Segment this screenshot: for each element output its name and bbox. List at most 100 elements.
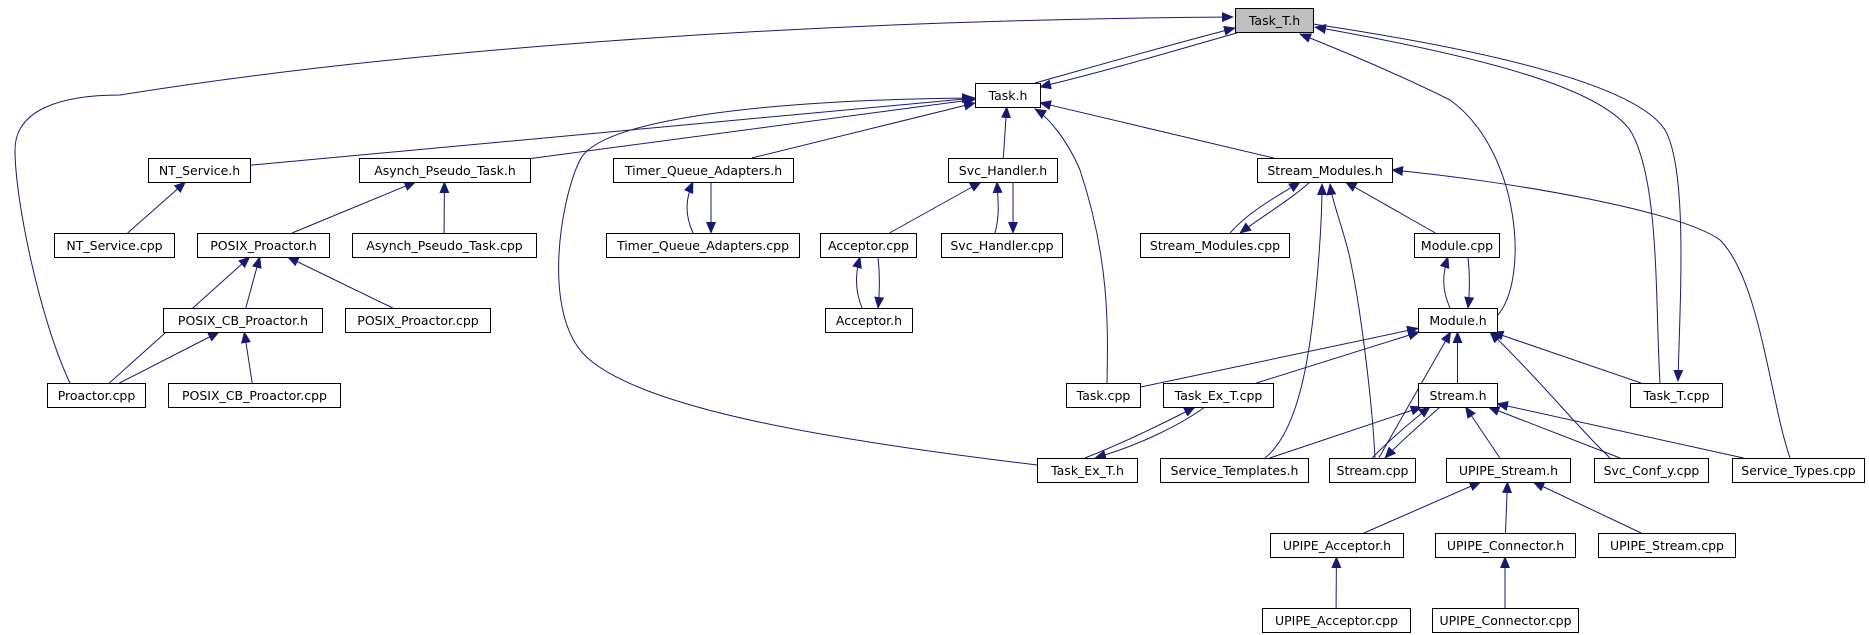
node-label: Task.cpp <box>1076 388 1131 403</box>
node-label: Module.h <box>1429 313 1486 328</box>
edge-posix-proactor-h-to-asynch-pseudo-task-h <box>291 181 417 234</box>
edge-acceptor-h-to-acceptor-cpp <box>852 256 863 309</box>
edge-proactor-cpp-to-task-t-h <box>14 12 1234 384</box>
node-service-templates-h[interactable]: Service_Templates.h <box>1160 458 1309 483</box>
node-posix-proactor-h[interactable]: POSIX_Proactor.h <box>197 233 330 258</box>
node-box <box>1594 458 1709 483</box>
node-task-ex-t-cpp[interactable]: Task_Ex_T.cpp <box>1163 383 1274 408</box>
node-service-types-cpp[interactable]: Service_Types.cpp <box>1732 458 1865 483</box>
node-task-t-h[interactable]: Task_T.h <box>1235 8 1314 33</box>
edge-stream-cpp-to-stream-h <box>1371 406 1431 459</box>
edge-svc-conf-y-cpp-to-stream-h <box>1487 406 1621 459</box>
edge-module-h-to-task-t-h <box>1299 33 1516 317</box>
edges <box>14 12 1791 609</box>
node-task-cpp[interactable]: Task.cpp <box>1066 383 1141 408</box>
edge-module-cpp-to-stream-modules-h <box>1344 181 1436 234</box>
node-task-ex-t-h[interactable]: Task_Ex_T.h <box>1037 458 1138 483</box>
edge-nt-service-cpp-to-nt-service-h <box>127 181 187 234</box>
node-box <box>1270 533 1404 558</box>
node-label: Module.cpp <box>1421 238 1493 253</box>
edge-stream-modules-h-to-stream-modules-cpp <box>1239 181 1311 234</box>
node-posix-proactor-cpp[interactable]: POSIX_Proactor.cpp <box>345 308 491 333</box>
node-box <box>54 233 175 258</box>
edge-task-h-to-task-t-h <box>1034 25 1236 84</box>
node-nt-service-cpp[interactable]: NT_Service.cpp <box>54 233 175 258</box>
node-label: Acceptor.h <box>836 313 902 328</box>
node-label: Svc_Conf_y.cpp <box>1604 463 1700 478</box>
node-box <box>1432 608 1579 633</box>
node-task-h[interactable]: Task.h <box>975 83 1041 108</box>
node-proactor-cpp[interactable]: Proactor.cpp <box>47 383 146 408</box>
edge-acceptor-cpp-to-svc-handler-h <box>889 181 982 234</box>
edge-upipe-connector-h-to-upipe-stream-h <box>1502 481 1513 534</box>
node-stream-cpp[interactable]: Stream.cpp <box>1329 458 1416 483</box>
node-stream-h[interactable]: Stream.h <box>1418 383 1498 408</box>
node-box <box>168 383 341 408</box>
node-stream-modules-cpp[interactable]: Stream_Modules.cpp <box>1140 233 1290 258</box>
node-box <box>820 233 917 258</box>
node-label: Asynch_Pseudo_Task.cpp <box>366 238 522 253</box>
node-label: UPIPE_Stream.h <box>1459 463 1558 478</box>
node-box <box>47 383 146 408</box>
edge-task-t-h-to-task-t-cpp <box>1312 23 1684 382</box>
node-box <box>1435 533 1576 558</box>
node-upipe-connector-h[interactable]: UPIPE_Connector.h <box>1435 533 1576 558</box>
node-timer-queue-adapters-h[interactable]: Timer_Queue_Adapters.h <box>613 158 794 183</box>
node-upipe-stream-cpp[interactable]: UPIPE_Stream.cpp <box>1598 533 1736 558</box>
node-module-h[interactable]: Module.h <box>1418 308 1498 333</box>
node-svc-conf-y-cpp[interactable]: Svc_Conf_y.cpp <box>1594 458 1709 483</box>
edge-posix-cb-proactor-h-to-posix-proactor-h <box>245 256 262 309</box>
node-label: UPIPE_Stream.cpp <box>1610 538 1724 553</box>
edge-svc-handler-h-to-task-h <box>1000 106 1011 159</box>
node-svc-handler-cpp[interactable]: Svc_Handler.cpp <box>941 233 1063 258</box>
node-box <box>1418 308 1498 333</box>
node-box <box>1163 383 1274 408</box>
node-acceptor-cpp[interactable]: Acceptor.cpp <box>820 233 917 258</box>
node-task-t-cpp[interactable]: Task_T.cpp <box>1630 383 1723 408</box>
node-label: Stream.cpp <box>1337 463 1409 478</box>
node-box <box>1160 458 1309 483</box>
node-box <box>975 83 1041 108</box>
node-nt-service-h[interactable]: NT_Service.h <box>148 158 251 183</box>
node-upipe-connector-cpp[interactable]: UPIPE_Connector.cpp <box>1432 608 1579 633</box>
node-label: UPIPE_Acceptor.h <box>1283 538 1391 553</box>
edge-stream-cpp-to-module-h <box>1378 331 1452 459</box>
node-upipe-acceptor-cpp[interactable]: UPIPE_Acceptor.cpp <box>1262 608 1411 633</box>
node-posix-cb-proactor-h[interactable]: POSIX_CB_Proactor.h <box>163 308 323 333</box>
node-label: NT_Service.h <box>159 163 240 178</box>
node-label: POSIX_Proactor.cpp <box>357 313 478 328</box>
node-stream-modules-h[interactable]: Stream_Modules.h <box>1257 158 1393 183</box>
node-label: Asynch_Pseudo_Task.h <box>374 163 516 178</box>
node-module-cpp[interactable]: Module.cpp <box>1414 233 1500 258</box>
edge-asynch-pseudo-task-h-to-task-h <box>529 95 976 160</box>
node-upipe-stream-h[interactable]: UPIPE_Stream.h <box>1446 458 1571 483</box>
node-box <box>1037 458 1138 483</box>
node-box <box>1446 458 1571 483</box>
node-posix-cb-proactor-cpp[interactable]: POSIX_CB_Proactor.cpp <box>168 383 341 408</box>
node-upipe-acceptor-h[interactable]: UPIPE_Acceptor.h <box>1270 533 1404 558</box>
node-acceptor-h[interactable]: Acceptor.h <box>825 308 913 333</box>
node-label: Task_Ex_T.cpp <box>1174 388 1263 403</box>
node-box <box>352 233 537 258</box>
edge-service-types-cpp-to-stream-modules-h <box>1391 166 1791 459</box>
edge-stream-h-to-stream-cpp <box>1384 406 1441 459</box>
node-timer-queue-adapters-cpp[interactable]: Timer_Queue_Adapters.cpp <box>606 233 800 258</box>
node-asynch-pseudo-task-h[interactable]: Asynch_Pseudo_Task.h <box>359 158 531 183</box>
edge-svc-conf-y-cpp-to-module-h <box>1489 331 1611 459</box>
node-box <box>1418 383 1498 408</box>
node-asynch-pseudo-task-cpp[interactable]: Asynch_Pseudo_Task.cpp <box>352 233 537 258</box>
edge-acceptor-cpp-to-acceptor-h <box>874 256 885 309</box>
node-label: Service_Templates.h <box>1171 463 1299 478</box>
node-box <box>1630 383 1723 408</box>
node-box <box>613 158 794 183</box>
node-label: Task_T.cpp <box>1642 388 1709 403</box>
edge-stream-modules-cpp-to-stream-modules-h <box>1229 181 1301 234</box>
edge-upipe-acceptor-h-to-upipe-stream-h <box>1363 481 1482 534</box>
node-label: Timer_Queue_Adapters.cpp <box>616 238 789 253</box>
edge-task-cpp-to-task-h <box>1034 108 1108 384</box>
node-label: Stream_Modules.cpp <box>1150 238 1280 253</box>
edge-task-ex-t-cpp-to-task-ex-t-h <box>1094 406 1206 460</box>
node-svc-handler-h[interactable]: Svc_Handler.h <box>948 158 1058 183</box>
node-box <box>1329 458 1416 483</box>
